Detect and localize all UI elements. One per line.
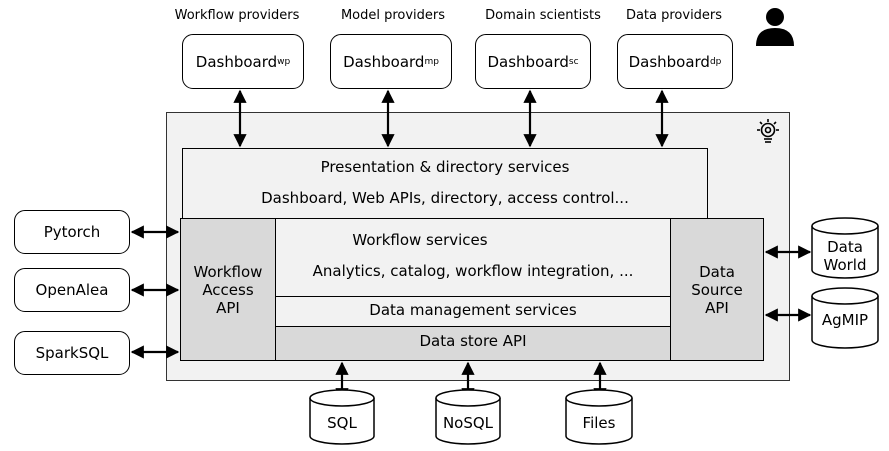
data-management-box[interactable] bbox=[275, 296, 671, 327]
data-source-line1: Data bbox=[699, 262, 735, 281]
external-source-agmip[interactable]: AgMIP bbox=[812, 311, 878, 329]
cylinder-data-world bbox=[811, 217, 879, 279]
role-label-data-providers: Data providers bbox=[625, 8, 723, 23]
store-sql[interactable]: SQL bbox=[310, 414, 374, 432]
user-icon bbox=[752, 6, 798, 46]
dashboard-subscript: sc bbox=[568, 56, 579, 67]
presentation-services-title: Presentation & directory services bbox=[320, 158, 570, 176]
data-store-api-box[interactable] bbox=[275, 326, 671, 361]
dashboard-label: Dashboard bbox=[343, 52, 425, 71]
workflow-services-title: Workflow services bbox=[352, 231, 488, 249]
presentation-services-detail: Dashboard, Web APIs, directory, access c… bbox=[261, 189, 629, 207]
data-store-api-label: Data store API bbox=[419, 332, 527, 350]
dashboard-subscript: wp bbox=[277, 56, 291, 67]
role-label-domain-scientists: Domain scientists bbox=[485, 8, 601, 23]
library-label: OpenAlea bbox=[35, 281, 109, 299]
data-source-line3: API bbox=[705, 298, 729, 317]
library-sparksql[interactable]: SparkSQL bbox=[14, 331, 130, 375]
data-source-api[interactable]: Data Source API bbox=[670, 218, 764, 361]
store-label: Files bbox=[582, 414, 616, 432]
lightbulb-gear-icon bbox=[752, 117, 784, 147]
data-management-label: Data management services bbox=[369, 301, 577, 319]
workflow-services-detail: Analytics, catalog, workflow integration… bbox=[312, 262, 634, 280]
dashboard-label: Dashboard bbox=[487, 52, 569, 71]
cylinder-agmip bbox=[811, 287, 879, 349]
library-pytorch[interactable]: Pytorch bbox=[14, 210, 130, 254]
store-label: NoSQL bbox=[442, 414, 494, 432]
role-label-workflow-providers: Workflow providers bbox=[174, 8, 300, 23]
presentation-services-box[interactable] bbox=[182, 148, 708, 219]
workflow-access-line3: API bbox=[216, 298, 240, 317]
workflow-access-line2: Access bbox=[202, 280, 254, 299]
cylinder-files bbox=[565, 389, 633, 445]
external-source-line1: Data bbox=[827, 238, 863, 256]
library-openalea[interactable]: OpenAlea bbox=[14, 268, 130, 312]
dashboard-subscript: dp bbox=[709, 56, 722, 67]
external-source-line1: AgMIP bbox=[821, 311, 869, 329]
workflow-services-box[interactable] bbox=[275, 218, 671, 297]
cylinder-sql bbox=[309, 389, 375, 445]
data-source-line2: Source bbox=[691, 280, 743, 299]
workflow-access-line1: Workflow bbox=[193, 262, 263, 281]
library-label: Pytorch bbox=[43, 223, 101, 241]
store-nosql[interactable]: NoSQL bbox=[436, 414, 500, 432]
dashboard-subscript: mp bbox=[424, 56, 439, 67]
role-label-model-providers: Model providers bbox=[340, 8, 446, 23]
dashboard-label: Dashboard bbox=[195, 52, 278, 71]
store-files[interactable]: Files bbox=[566, 414, 632, 432]
dashboard-label: Dashboard bbox=[628, 52, 710, 71]
external-source-data-world[interactable]: Data World bbox=[812, 238, 878, 274]
external-source-line2: World bbox=[823, 256, 867, 274]
cylinder-nosql bbox=[435, 389, 501, 445]
store-label: SQL bbox=[327, 414, 357, 432]
library-label: SparkSQL bbox=[35, 344, 109, 362]
